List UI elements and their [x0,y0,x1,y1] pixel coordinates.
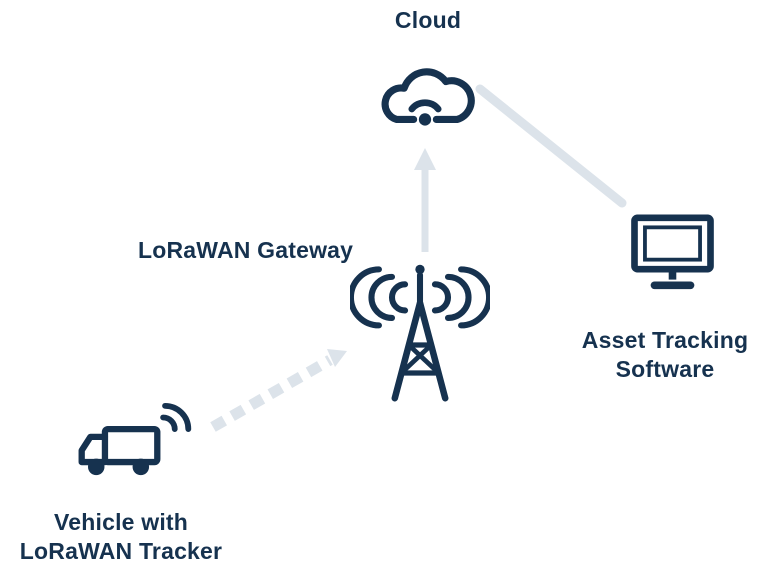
truck-signal-icon [78,402,192,476]
gateway-node [350,256,490,406]
vehicle-node [72,400,198,497]
monitor-icon [631,214,714,290]
arrowhead-diagonal-icon [327,349,347,367]
vehicle-label-line1: Vehicle with [53,509,189,535]
vehicle-label: Vehicle with LoRaWAN Tracker [0,508,244,566]
cloud-label: Cloud [394,7,462,33]
software-label-line2: Software [615,355,715,382]
cloud-wifi-icon [381,68,475,126]
radio-tower-icon [350,264,490,402]
software-label: Asset Tracking Software [575,326,755,384]
gateway-label: LoRaWAN Gateway [138,237,354,263]
connector-vehicle-to-gateway [210,349,347,432]
software-label-line1: Asset Tracking [581,327,749,353]
vehicle-label-line2: LoRaWAN Tracker [19,537,223,564]
connector-gateway-to-cloud [414,148,436,252]
connector-cloud-to-software [475,84,627,208]
software-node [625,210,720,296]
cloud-node [372,52,478,132]
arrowhead-up-icon [414,148,436,170]
